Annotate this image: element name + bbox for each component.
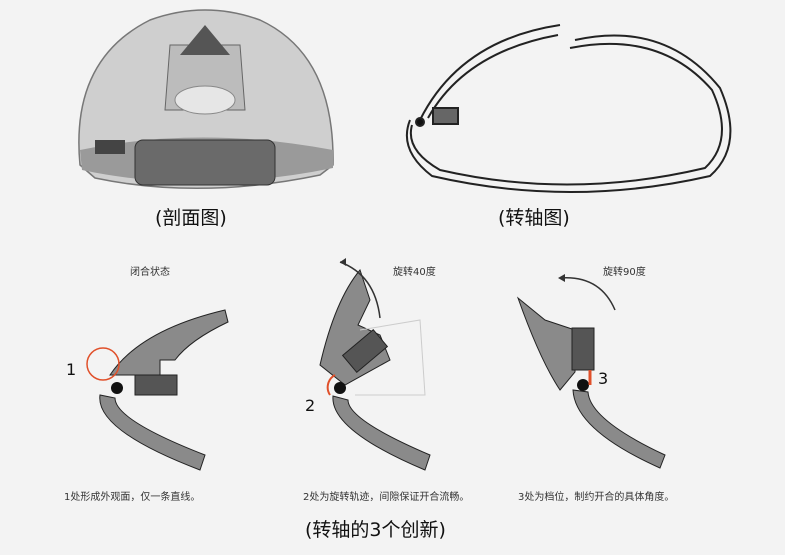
panel-90deg-illustration: [516, 274, 666, 469]
section-view-caption: (剖面图): [155, 207, 227, 229]
innovations-caption: (转轴的3个创新): [305, 519, 446, 541]
panel-40deg-illustration: [319, 258, 431, 471]
marker-circle-1: [86, 347, 120, 381]
note-1: 1处形成外观面，仅一条直线。: [64, 492, 201, 503]
hinge-view-caption: (转轴图): [498, 207, 570, 229]
marker-2: 2: [305, 396, 316, 415]
section-view-illustration: [78, 9, 334, 190]
note-3: 3处为档位，制约开合的具体角度。: [518, 492, 675, 503]
panel-closed-illustration: [86, 309, 229, 471]
hinge-view-illustration: [405, 24, 732, 193]
marker-3: 3: [598, 369, 609, 388]
marker-1: 1: [66, 360, 77, 379]
state-label-closed: 闭合状态: [130, 267, 170, 278]
state-label-90deg: 旋转90度: [603, 267, 646, 278]
state-label-40deg: 旋转40度: [393, 267, 436, 278]
note-2: 2处为旋转轨迹，间隙保证开合流畅。: [303, 492, 470, 503]
